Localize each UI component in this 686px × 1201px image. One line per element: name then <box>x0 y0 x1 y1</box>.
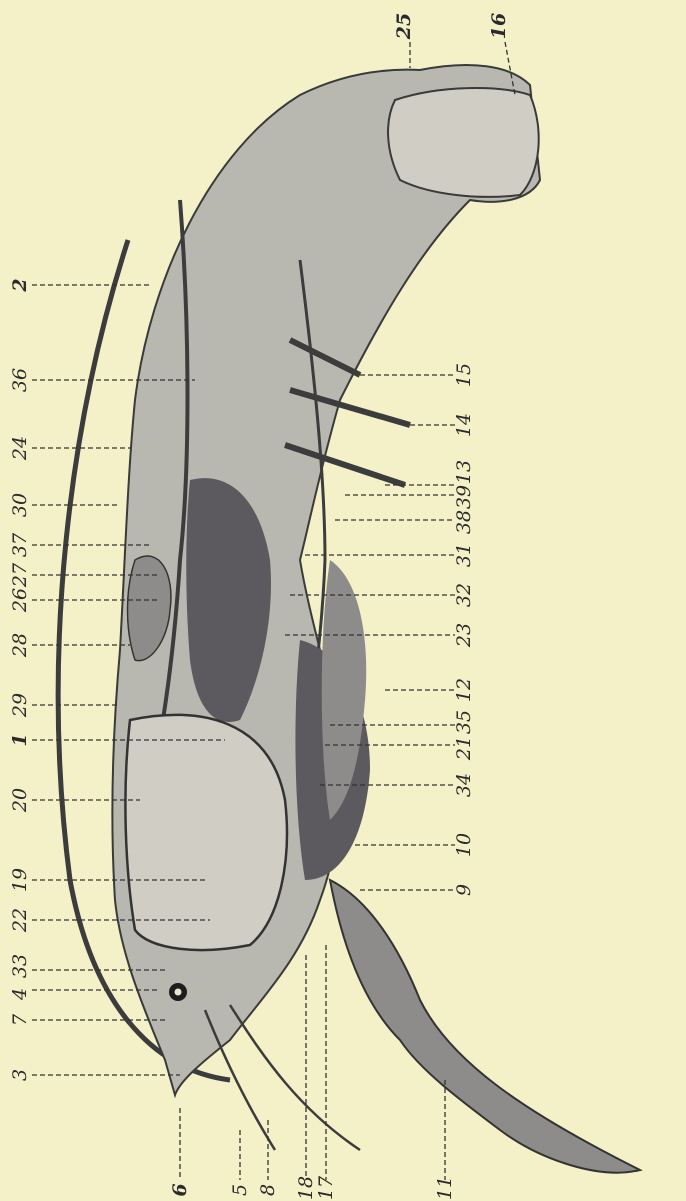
label-36: 36 <box>9 368 31 392</box>
tail-fan <box>388 88 539 197</box>
label-29: 29 <box>9 693 31 718</box>
label-33: 33 <box>9 954 31 978</box>
label-35: 35 <box>453 710 475 734</box>
label-7: 7 <box>9 1013 31 1026</box>
label-26: 26 <box>9 588 31 613</box>
label-34: 34 <box>453 773 475 797</box>
label-8: 8 <box>257 1184 279 1196</box>
label-4: 4 <box>9 988 31 1001</box>
label-37: 37 <box>9 532 31 557</box>
eye-highlight <box>175 989 182 996</box>
label-32: 32 <box>453 583 475 607</box>
label-10: 10 <box>453 833 475 857</box>
label-31: 31 <box>453 543 475 567</box>
label-27: 27 <box>9 562 31 588</box>
label-30: 30 <box>9 493 31 517</box>
label-18: 18 <box>295 1176 317 1200</box>
label-5: 5 <box>229 1184 251 1196</box>
label-13: 13 <box>453 460 475 484</box>
claw <box>330 880 640 1173</box>
label-14: 14 <box>453 413 475 437</box>
label-11: 11 <box>434 1176 456 1200</box>
label-38: 38 <box>453 510 475 534</box>
label-1: 1 <box>9 733 31 746</box>
label-21: 21 <box>453 736 475 761</box>
label-39: 39 <box>453 485 475 509</box>
label-23: 23 <box>453 623 475 648</box>
label-25: 25 <box>393 13 415 40</box>
stomach <box>125 715 287 950</box>
label-6: 6 <box>169 1183 191 1196</box>
label-22: 22 <box>9 908 31 933</box>
antennule-8 <box>230 1005 360 1150</box>
label-12: 12 <box>453 678 475 702</box>
label-16: 16 <box>488 13 510 39</box>
label-19: 19 <box>9 868 31 892</box>
label-28: 28 <box>9 633 31 658</box>
label-3: 3 <box>9 1069 31 1081</box>
label-24: 24 <box>9 436 31 461</box>
label-15: 15 <box>453 363 475 387</box>
label-17: 17 <box>315 1175 337 1200</box>
label-9: 9 <box>453 884 475 896</box>
label-20: 20 <box>9 788 31 813</box>
label-2: 2 <box>9 278 31 292</box>
